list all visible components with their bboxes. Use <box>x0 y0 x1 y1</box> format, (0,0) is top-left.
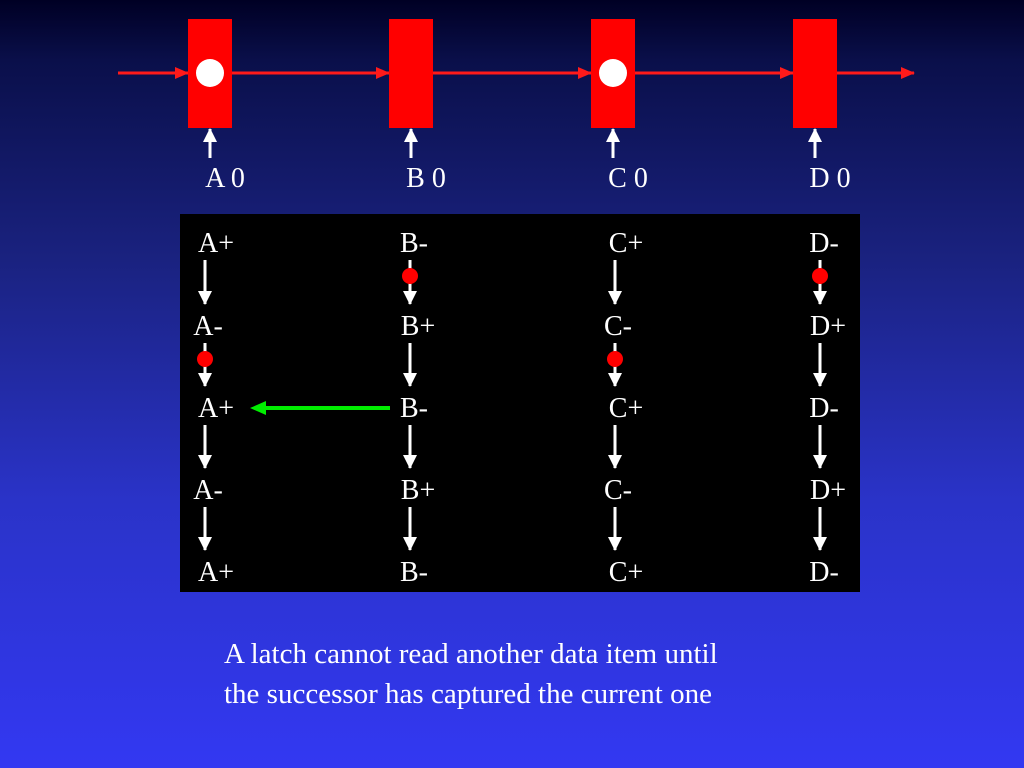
latch-label: D 0 <box>809 163 850 194</box>
sequence-event: B+ <box>401 311 435 342</box>
sequence-event: C- <box>604 475 632 506</box>
sequence-event: D- <box>809 228 839 259</box>
latch-label: B 0 <box>406 163 446 194</box>
sequence-event: A+ <box>198 228 234 259</box>
sequence-event: D- <box>809 557 839 588</box>
caption: A latch cannot read another data item un… <box>224 634 944 714</box>
sequence-event: D- <box>809 393 839 424</box>
sequence-event: C+ <box>609 557 643 588</box>
latch-label: A 0 <box>205 163 245 194</box>
data-token <box>599 59 627 87</box>
sequence-dot <box>197 351 213 367</box>
sequence-event: B- <box>400 557 428 588</box>
sequence-event: A- <box>193 475 223 506</box>
sequence-event: A+ <box>198 557 234 588</box>
sequence-event: D+ <box>810 475 846 506</box>
latch-box <box>389 19 433 128</box>
sequence-event: C- <box>604 311 632 342</box>
data-token <box>196 59 224 87</box>
sequence-dot <box>812 268 828 284</box>
sequence-event: A- <box>193 311 223 342</box>
sequence-event: B+ <box>401 475 435 506</box>
latch-pipeline: A 0 B 0 C 0 D 0 <box>118 19 915 194</box>
latch-box <box>793 19 837 128</box>
caption-line-1: A latch cannot read another data item un… <box>224 638 718 670</box>
sequence-event: D+ <box>810 311 846 342</box>
caption-line-2: the successor has captured the current o… <box>224 678 712 710</box>
sequence-dot <box>402 268 418 284</box>
sequence-dot <box>607 351 623 367</box>
sequence-table-background <box>180 214 860 592</box>
sequence-event: B- <box>400 228 428 259</box>
handshake-sequence-table: A+ A- A+ A- A+ B- B+ B- B+ B- C+ C- C+ C- C+ D- D+ D- D+ D- <box>193 228 846 588</box>
sequence-event: A+ <box>198 393 234 424</box>
sequence-event: C+ <box>609 228 643 259</box>
sequence-event: B- <box>400 393 428 424</box>
sequence-event: C+ <box>609 393 643 424</box>
latch-label: C 0 <box>608 163 648 194</box>
